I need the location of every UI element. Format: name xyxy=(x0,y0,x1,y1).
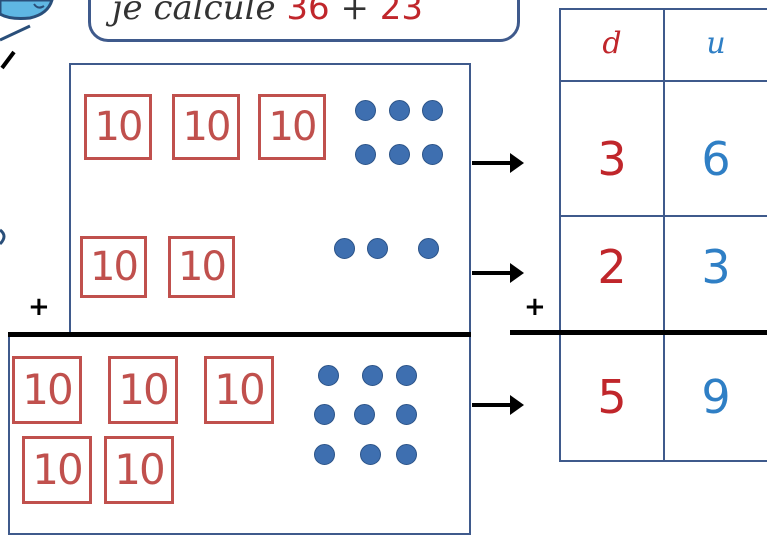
table-frame-left xyxy=(559,8,561,462)
ten-block: 10 xyxy=(22,436,92,504)
table-cell-units: 9 xyxy=(701,370,731,424)
table-row-divider xyxy=(559,215,767,217)
ten-block: 10 xyxy=(168,236,235,298)
unit-dot xyxy=(360,444,381,465)
ten-block: 10 xyxy=(104,436,174,504)
table-cell-units: 3 xyxy=(701,240,731,294)
table-cell-tens: 3 xyxy=(597,132,627,186)
ten-block: 10 xyxy=(80,236,147,298)
table-header-tens: d xyxy=(602,26,622,61)
arrow-right-icon xyxy=(472,153,524,173)
sum-rule-right xyxy=(510,330,767,335)
arrow-right-icon xyxy=(472,395,524,415)
unit-dot xyxy=(396,404,417,425)
bubble-op: + xyxy=(340,0,369,28)
ten-block: 10 xyxy=(84,94,152,160)
unit-dot xyxy=(314,404,335,425)
speech-bubble-text: je calcule 36 + 23 xyxy=(112,0,423,28)
table-col-divider xyxy=(663,8,665,462)
unit-dot xyxy=(422,144,443,165)
table-cell-tens: 5 xyxy=(597,370,627,424)
unit-dot xyxy=(422,100,443,121)
table-header-units: u xyxy=(706,26,726,61)
unit-dot xyxy=(396,444,417,465)
ten-block: 10 xyxy=(108,356,178,424)
plus-sign-left: + xyxy=(28,292,50,322)
unit-dot xyxy=(367,238,388,259)
arrow-right-icon xyxy=(472,263,524,283)
table-frame-bottom xyxy=(559,460,767,462)
table-cell-units: 6 xyxy=(701,132,731,186)
bubble-prefix: je calcule xyxy=(112,0,276,28)
unit-dot xyxy=(389,100,410,121)
unit-dot xyxy=(355,100,376,121)
unit-dot xyxy=(355,144,376,165)
bubble-n1: 36 xyxy=(286,0,330,28)
table-cell-tens: 2 xyxy=(597,240,627,294)
ten-block: 10 xyxy=(204,356,274,424)
unit-dot xyxy=(318,365,339,386)
table-row-divider xyxy=(559,80,767,82)
bird-tail-icon xyxy=(0,228,6,246)
unit-dot xyxy=(314,444,335,465)
unit-dot xyxy=(362,365,383,386)
ten-block: 10 xyxy=(172,94,240,160)
bird-icon xyxy=(0,0,54,70)
plus-sign-right: + xyxy=(524,292,546,322)
ten-block: 10 xyxy=(258,94,326,160)
unit-dot xyxy=(396,365,417,386)
sum-rule-left xyxy=(8,332,471,337)
unit-dot xyxy=(334,238,355,259)
unit-dot xyxy=(418,238,439,259)
unit-dot xyxy=(389,144,410,165)
unit-dot xyxy=(354,404,375,425)
bubble-n2: 23 xyxy=(379,0,424,28)
ten-block: 10 xyxy=(12,356,82,424)
speech-bubble xyxy=(88,0,520,42)
